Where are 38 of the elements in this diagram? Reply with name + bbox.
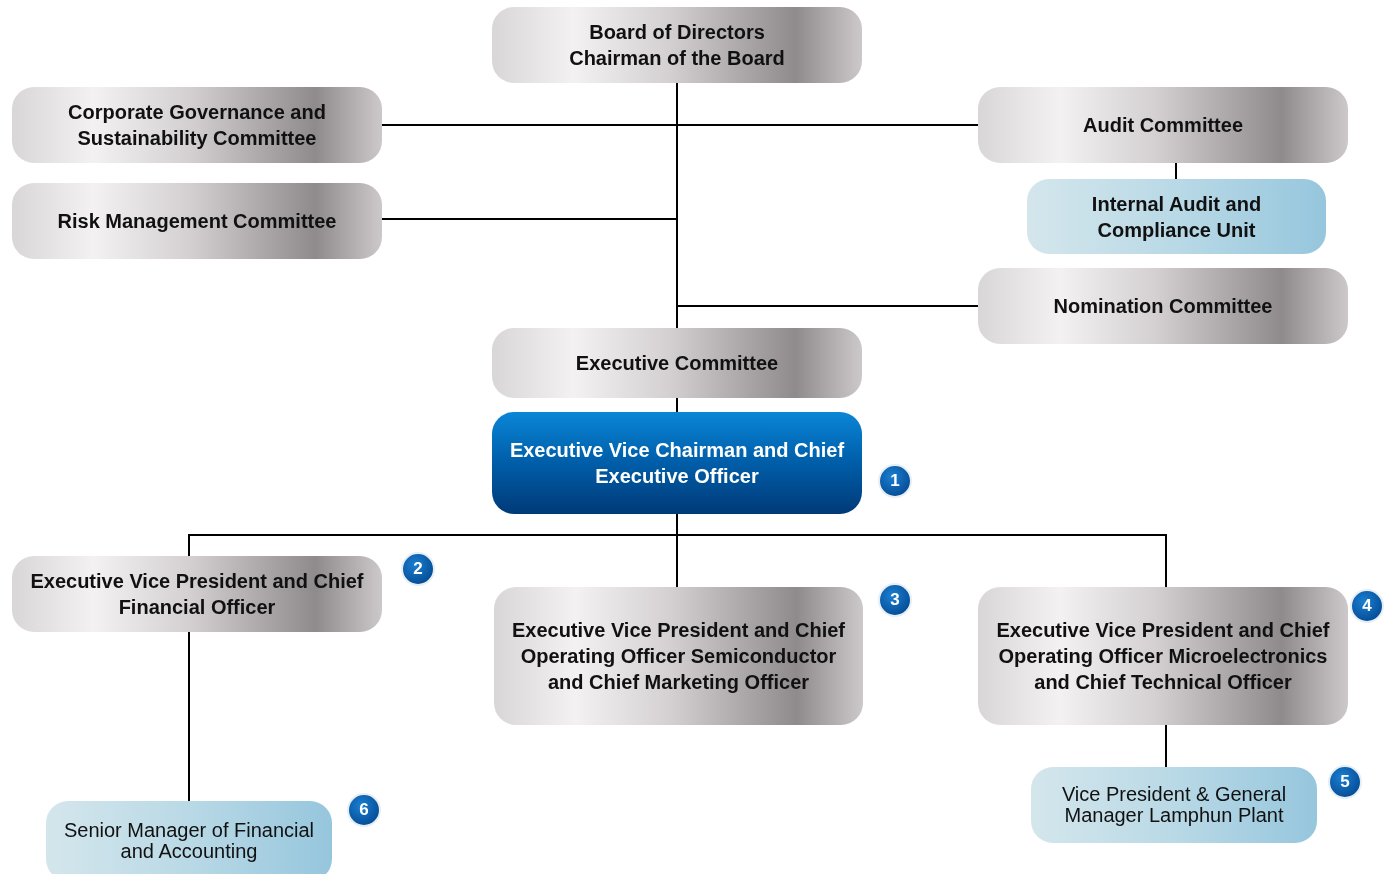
org-box [492, 412, 862, 514]
org-box [494, 587, 863, 725]
role-title: Board of Directors [589, 20, 765, 45]
org-box [978, 268, 1348, 344]
role-title: Executive Vice President and Chief Operating Officer Semiconductor and Chief Marketing Officer [510, 618, 847, 695]
org-box [12, 556, 382, 632]
role-title: Audit Committee [1083, 113, 1243, 138]
number-badge: 2 [401, 552, 435, 586]
number-badge: 4 [1350, 589, 1384, 623]
number-badge: 1 [878, 464, 912, 498]
role-title: Risk Management Committee [57, 209, 337, 234]
role-title: Vice President & General Manager Lamphun Plant [1060, 784, 1288, 826]
role-title: Internal Audit and Compliance Unit [1090, 191, 1263, 243]
org-box [1027, 179, 1326, 254]
org-box [978, 587, 1348, 725]
connector-line [1175, 162, 1177, 180]
number-badge: 3 [878, 583, 912, 617]
role-title: Executive Vice President and Chief Operating Officer Microelectronics and Chief Technical Officer [995, 618, 1331, 695]
role-title: Executive Vice President and Chief Financial Officer [29, 569, 365, 620]
connector-line [188, 631, 190, 802]
number-badge: 6 [347, 793, 381, 827]
role-title: Corporate Governance and Sustainability Committee [67, 100, 327, 151]
connector-line [676, 397, 678, 413]
org-box [12, 183, 382, 259]
role-title: Nomination Committee [1053, 294, 1273, 319]
role-title: Executive Committee [575, 351, 779, 376]
role-title: Executive Vice Chairman and Chief Executive Officer [508, 438, 846, 489]
connector-line [676, 82, 678, 329]
role-title: Senior Manager of Financial and Accounting [62, 820, 316, 862]
role-title: Chairman of the Board [569, 46, 785, 71]
org-box [46, 801, 332, 874]
connector-line [1165, 724, 1167, 768]
org-box [492, 7, 862, 83]
org-box [978, 87, 1348, 163]
org-box [12, 87, 382, 163]
org-box [492, 328, 862, 398]
number-badge: 5 [1328, 765, 1362, 799]
org-box [1031, 767, 1317, 843]
